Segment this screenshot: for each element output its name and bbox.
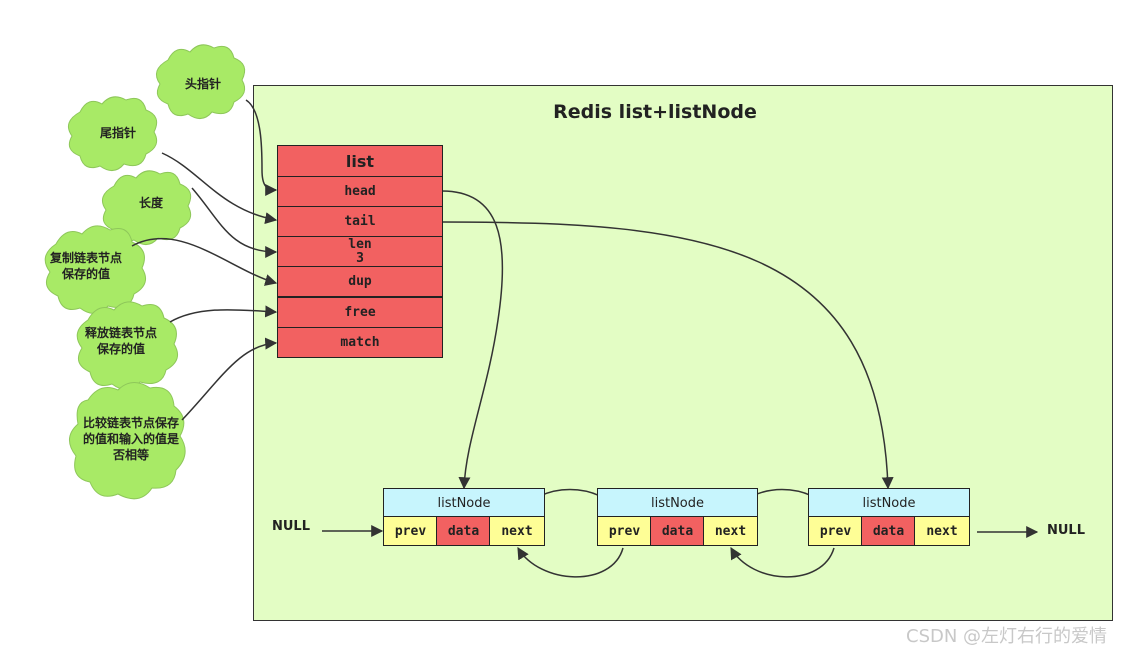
node3-header: listNode (808, 488, 970, 518)
bubble-shape-free (76, 301, 179, 390)
bubble-shape-dup (44, 225, 147, 314)
bubble-tail-pointer: 尾指针 (99, 126, 136, 140)
node2-header: listNode (597, 488, 758, 518)
bubble-free: 释放链表节点保存的值 (84, 326, 157, 356)
node3-next: next (914, 516, 970, 546)
node1-header: listNode (383, 488, 545, 518)
bubble-shape-tail (67, 96, 158, 171)
list-field-dup: dup (277, 266, 443, 297)
node3-prev: prev (808, 516, 863, 546)
null-right: NULL (1047, 523, 1086, 538)
node2-prev: prev (597, 516, 652, 546)
bubble-shape-head (155, 44, 246, 119)
node1-next: next (489, 516, 545, 546)
node2-data: data (650, 516, 705, 546)
node2-next: next (703, 516, 758, 546)
watermark: CSDN @左灯右行的爱情 (906, 626, 1108, 647)
bubble-match: 比较链表节点保存的值和输入的值是否相等 (82, 416, 179, 462)
node1-prev: prev (383, 516, 438, 546)
bubble-dup: 复制链表节点保存的值 (49, 251, 122, 281)
list-field-len: len 3 (277, 236, 443, 267)
list-field-head: head (277, 176, 443, 207)
list-field-free: free (277, 297, 443, 328)
list-field-match: match (277, 327, 443, 358)
bubble-shape-length (101, 170, 192, 245)
bubble-length: 长度 (138, 196, 163, 210)
null-left: NULL (272, 519, 311, 534)
list-field-len-label: len (348, 236, 372, 252)
bubble-head-pointer: 头指针 (184, 77, 221, 91)
list-header: list (277, 145, 443, 177)
node1-data: data (436, 516, 491, 546)
node3-data: data (861, 516, 916, 546)
bubble-shape-match (69, 382, 186, 500)
diagram-title: Redis list+listNode (553, 101, 757, 123)
list-field-tail: tail (277, 206, 443, 237)
list-field-len-value: 3 (356, 250, 364, 266)
